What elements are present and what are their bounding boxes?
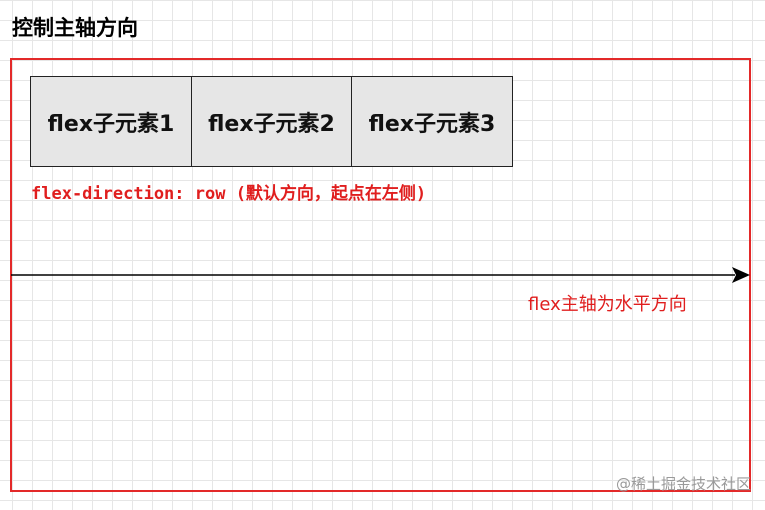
- flex-items-row: flex子元素1 flex子元素2 flex子元素3: [30, 76, 513, 167]
- flex-direction-note: flex-direction: row (默认方向，起点在左侧): [31, 184, 427, 204]
- diagram-title: 控制主轴方向: [12, 16, 138, 40]
- watermark: @稀土掘金技术社区: [615, 475, 751, 493]
- main-axis-label: flex主轴为水平方向: [528, 294, 687, 315]
- flex-item-1: flex子元素1: [30, 76, 192, 167]
- main-axis-arrow: [11, 267, 750, 283]
- flex-item-2: flex子元素2: [190, 76, 353, 167]
- flex-item-3: flex子元素3: [351, 76, 513, 167]
- arrowhead-icon: [732, 267, 750, 283]
